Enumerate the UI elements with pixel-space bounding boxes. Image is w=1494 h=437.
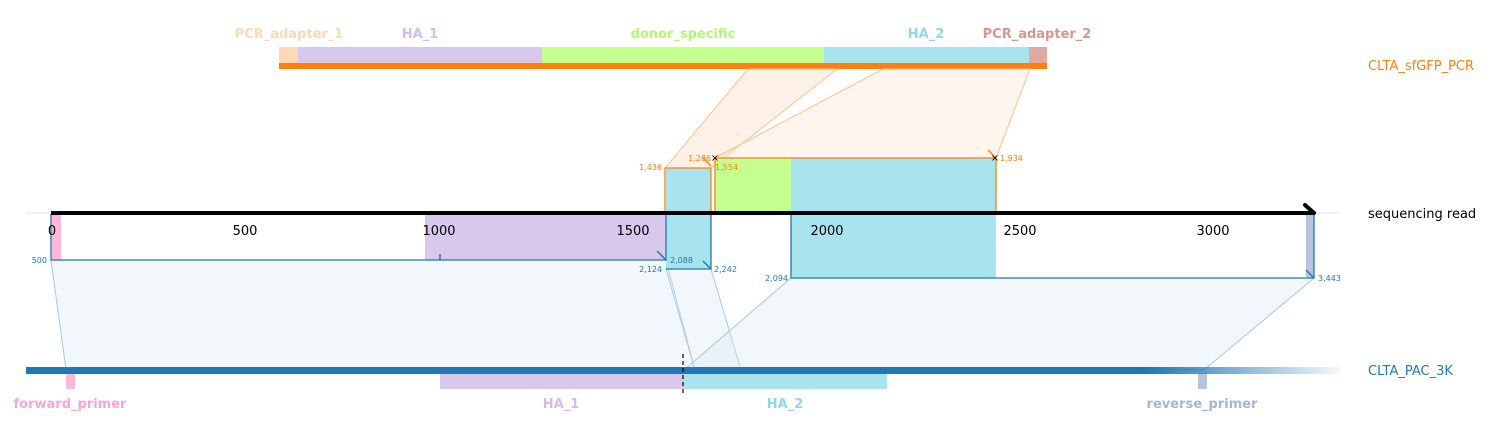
- ha-1-bottom-feature: [440, 373, 684, 389]
- cassette-track-label: CLTA_sfGFP_PCR: [1368, 59, 1474, 74]
- read-tick-label: 0: [48, 224, 56, 239]
- read-forward-primer-block: [51, 214, 61, 260]
- cassette-alignment-a: [664, 167, 712, 213]
- reference-b-end-tick: [702, 260, 712, 270]
- read-axis-arrowhead: [1303, 203, 1316, 215]
- read-ha-1-block: [425, 214, 666, 260]
- forward-primer-feature: [66, 373, 75, 389]
- reverse-primer-feature: [1198, 373, 1207, 389]
- read-ha-2-block-a: [666, 168, 711, 213]
- reference-alignment-a: [50, 214, 667, 261]
- ha-1-top-feature: [298, 47, 542, 64]
- reference-projection-c: [682, 277, 1316, 371]
- reference-bar-solid: [26, 367, 1146, 374]
- coord-ref-a-end: 2,088: [670, 256, 693, 265]
- read-ha-2-block-c: [666, 214, 711, 269]
- coord-ref-b-start: 2,124: [639, 265, 662, 274]
- coord-cassette-a-start: 1,436: [639, 163, 662, 172]
- reverse-primer-label: reverse_primer: [1147, 397, 1259, 412]
- read-ha-2-block-b: [791, 158, 996, 213]
- read-track-label: sequencing read: [1368, 207, 1476, 222]
- coord-ref-a-start: 500: [32, 256, 47, 265]
- read-axis-ticks: 0 500 1000 1500 2000 2500 3000: [48, 224, 1230, 239]
- reference-a-end-tick: [656, 250, 667, 261]
- read-ha-2-block-d: [791, 214, 996, 278]
- ha-2-top-label: HA_2: [908, 27, 945, 42]
- ha-2-bottom-feature: [684, 373, 887, 389]
- read-reverse-primer-block: [1306, 214, 1314, 278]
- read-tick-label: 500: [233, 224, 258, 239]
- pcr-adapter-2-label: PCR_adapter_2: [983, 27, 1092, 42]
- cassette-alignment-b: [714, 157, 997, 213]
- donor-specific-label: donor_specific: [631, 27, 736, 42]
- reference-projection-a: [50, 259, 696, 371]
- reference-c-end-tick: [1305, 269, 1315, 279]
- read-tick-label: 2500: [1003, 224, 1036, 239]
- donor-specific-feature: [542, 47, 824, 64]
- reference-alignment-c: [790, 214, 1315, 279]
- ha-2-top-feature: [824, 47, 1029, 64]
- pcr-adapter-1-feature: [279, 47, 298, 64]
- coord-ref-c-start: 2,094: [765, 274, 788, 283]
- reference-bar-fade: [1145, 367, 1340, 374]
- cassette-bar: [279, 63, 1047, 69]
- coord-ref-b-end: 2,242: [714, 265, 737, 274]
- read-tick-label: 2000: [810, 224, 843, 239]
- coord-ref-c-end: 3,443: [1318, 274, 1341, 283]
- coord-cassette-b-start: 1,554: [715, 163, 738, 172]
- ha-1-top-label: HA_1: [402, 27, 439, 42]
- ha-2-bottom-label: HA_2: [767, 397, 804, 412]
- cross-marker-b: ×: [991, 153, 999, 164]
- read-tick-label: 1500: [616, 224, 649, 239]
- cross-marker-a: ×: [711, 153, 719, 164]
- ha-1-bottom-label: HA_1: [543, 397, 580, 412]
- forward-primer-label: forward_primer: [14, 397, 128, 412]
- cassette-a-end-tick: [702, 157, 712, 167]
- coord-cassette-b-end: 1,934: [1000, 154, 1023, 163]
- read-tick-label: 1000: [422, 224, 455, 239]
- pcr-adapter-2-feature: [1029, 47, 1047, 64]
- read-donor-block: [715, 158, 791, 213]
- reference-track-label: CLTA_PAC_3K: [1368, 364, 1453, 379]
- pcr-adapter-1-label: PCR_adapter_1: [235, 27, 344, 42]
- read-tick-label: 3000: [1196, 224, 1229, 239]
- coord-cassette-a-end: 1,286: [688, 154, 711, 163]
- cassette-b-end-tick: [987, 149, 997, 159]
